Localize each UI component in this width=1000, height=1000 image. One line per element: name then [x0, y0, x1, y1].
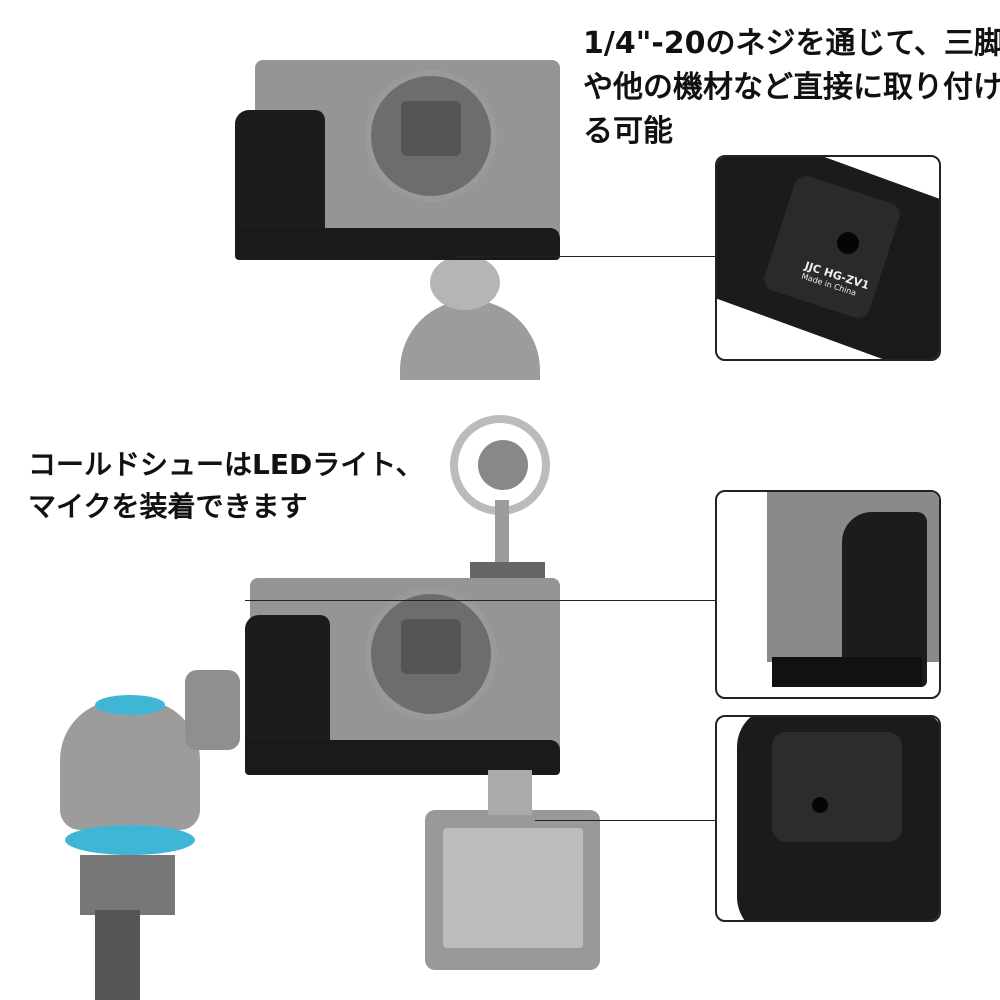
leader-line — [535, 820, 715, 821]
caption-line: や他の機材など直接に取り付け — [583, 70, 1000, 105]
inset-shoe-closeup — [715, 715, 941, 922]
caption-line: コールドシューはLEDライト、 — [28, 448, 424, 481]
camera-lens — [365, 70, 497, 202]
camera-lens — [365, 588, 497, 720]
caption-line: 1/4"-20のネジを通じて、三脚 — [583, 26, 1000, 61]
inset-grip-closeup — [715, 490, 941, 699]
base-plate — [245, 740, 560, 775]
caption-cold-shoe: コールドシューはLEDライト、 マイクを装着できます — [28, 444, 424, 528]
tripod-ball — [430, 255, 500, 310]
inset-plate-closeup: JJC HG-ZV1 Made in China — [715, 155, 941, 361]
camera-top-assembly: JJC HG-ZV1 Made in China — [0, 0, 1000, 400]
ball-head-accent — [95, 695, 165, 715]
ball-head — [60, 700, 200, 830]
base-plate — [235, 228, 560, 260]
caption-tripod-mount: 1/4"-20のネジを通じて、三脚 や他の機材など直接に取り付け る可能 — [583, 22, 1000, 154]
leader-line — [245, 600, 715, 601]
caption-line: マイクを装着できます — [28, 490, 308, 523]
caption-line: る可能 — [583, 114, 673, 149]
tripod-head — [400, 300, 540, 380]
leader-line — [455, 256, 715, 257]
camera-bottom-assembly — [0, 400, 1000, 1000]
led-light — [425, 810, 600, 970]
